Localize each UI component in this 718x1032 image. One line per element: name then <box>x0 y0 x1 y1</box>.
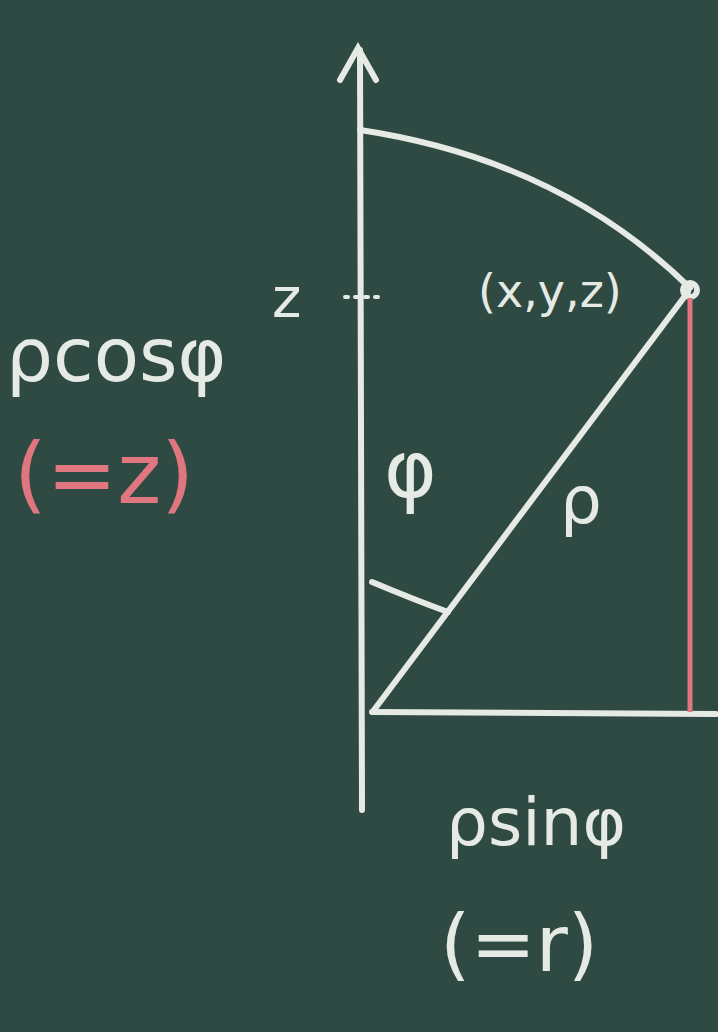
z-tick-label: z <box>272 270 301 326</box>
angle-mark <box>372 582 448 612</box>
axis-arrowhead <box>340 48 376 80</box>
horizontal-axis <box>372 712 716 714</box>
z-dotted-line <box>345 295 385 299</box>
point-label: (x,y,z) <box>478 268 622 314</box>
sphere-arc <box>360 130 690 288</box>
height-line <box>688 298 693 712</box>
z-axis <box>360 50 362 810</box>
point <box>683 283 697 297</box>
angle-label: φ <box>384 430 437 510</box>
z-equivalence: (=z) <box>14 432 194 516</box>
rho-line <box>374 292 688 710</box>
z-expression: ρcosφ <box>6 318 226 392</box>
rho-label: ρ <box>560 468 602 534</box>
r-expression: ρsinφ <box>446 790 626 856</box>
r-equivalence: (=r) <box>440 905 598 983</box>
